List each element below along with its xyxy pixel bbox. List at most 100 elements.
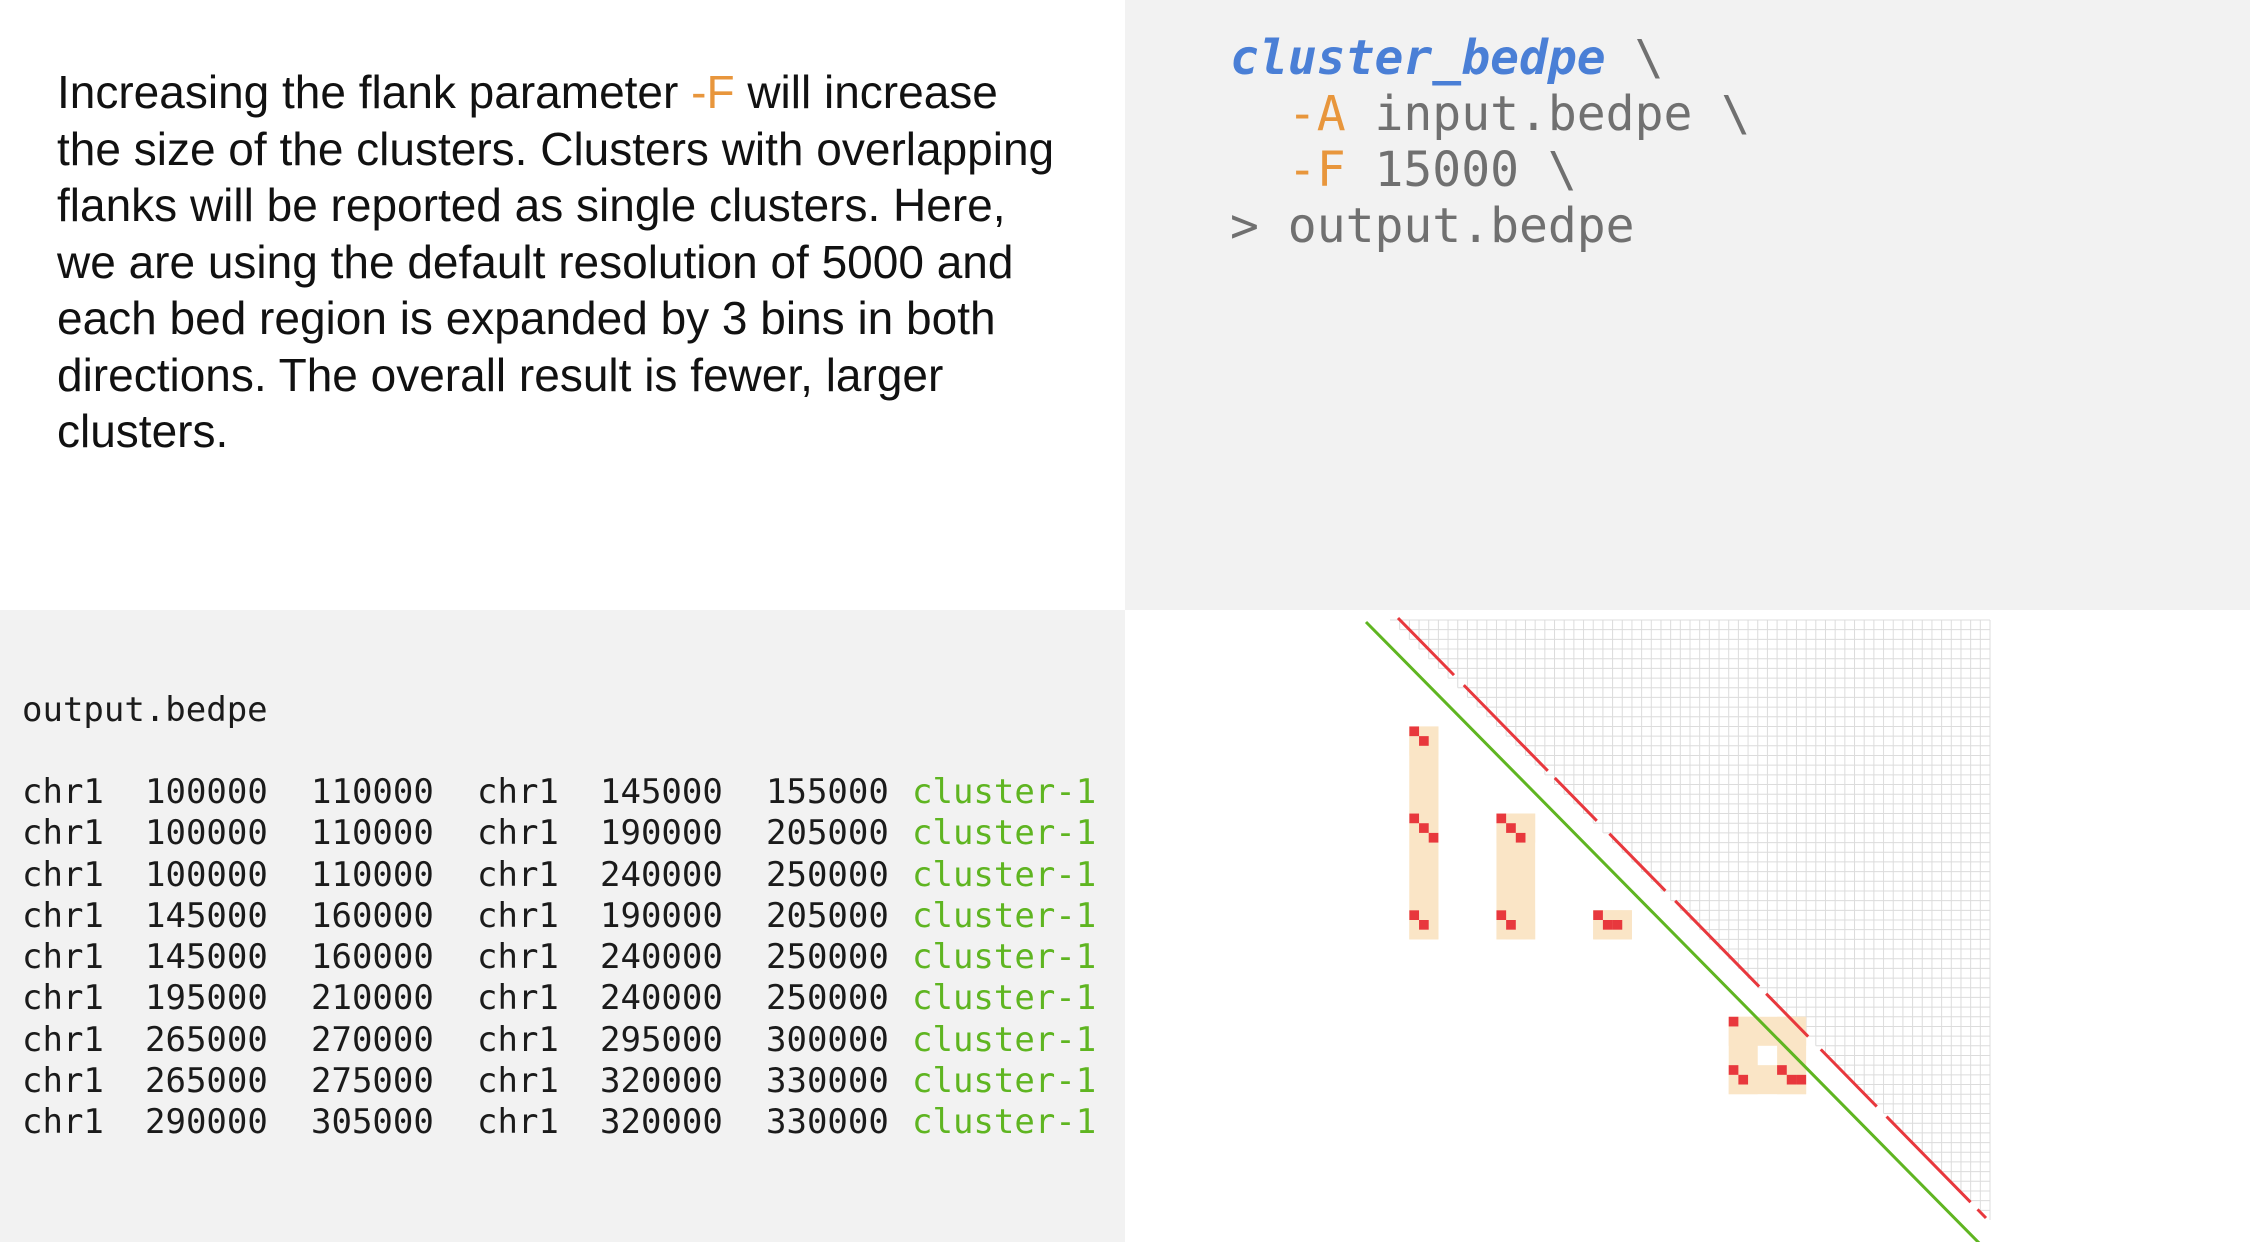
contact-pixel (1419, 736, 1429, 746)
table-cell: chr1 (477, 772, 559, 812)
table-cell: 290000 (145, 1102, 268, 1143)
line-continuation: \ (1605, 30, 1664, 86)
contact-pixel (1515, 832, 1526, 843)
command-line-1: cluster_bedpe \ (1230, 30, 1750, 86)
description-rest: will increase the size of the clusters. … (57, 66, 1055, 457)
table-cell: chr1 (22, 772, 104, 812)
command-block: cluster_bedpe \ -A input.bedpe \ -F 1500… (1230, 30, 1750, 254)
table-cell: chr1 (477, 854, 559, 895)
input-flag: -A (1287, 86, 1346, 142)
table-spacer (22, 731, 1096, 772)
contact-pixel (1419, 823, 1429, 833)
table-cell: chr1 (477, 895, 559, 936)
table-cell: 240000 (600, 978, 723, 1019)
table-cell: chr1 (477, 813, 559, 854)
contact-pixel (1496, 910, 1507, 920)
contact-pixel (1738, 1074, 1749, 1085)
table-cell: chr1 (22, 978, 104, 1019)
description-lead: Increasing the flank parameter (57, 66, 692, 118)
flank-flag: -F (691, 66, 735, 118)
table-cell: 305000 (311, 1102, 434, 1143)
table-cell: 240000 (600, 937, 723, 978)
table-cell: 205000 (766, 895, 889, 936)
table-cell: chr1 (22, 813, 104, 854)
table-cell: chr1 (477, 1061, 559, 1102)
contact-pixel (1419, 920, 1429, 930)
table-cell: chr1 (22, 895, 104, 936)
table-cell: chr1 (477, 1102, 559, 1143)
table-row: chr1 195000 210000 chr1 240000 250000 cluster-… (22, 978, 1096, 1019)
description-panel: Increasing the flank parameter -F will i… (0, 0, 1125, 610)
command-line-4: > output.bedpe (1230, 198, 1635, 254)
table-cell: cluster-1 (912, 813, 1097, 854)
contact-pixel (1728, 1065, 1739, 1075)
command-panel: cluster_bedpe \ -A input.bedpe \ -F 1500… (1125, 0, 2250, 610)
table-row: chr1 290000 305000 chr1 320000 330000 cluster-… (22, 1102, 1096, 1143)
table-cell: 320000 (600, 1061, 723, 1102)
table-cell: 205000 (766, 813, 889, 854)
table-cell: chr1 (22, 1019, 104, 1060)
table-cell: cluster-1 (912, 1019, 1097, 1060)
table-cell: 195000 (145, 978, 268, 1019)
table-cell: 250000 (766, 854, 889, 895)
output-filename: output.bedpe (22, 690, 268, 730)
table-cell: 100000 (145, 813, 268, 854)
contact-matrix (1364, 616, 1991, 1242)
contact-pixel (1506, 823, 1516, 833)
table-cell: chr1 (477, 978, 559, 1019)
table-cell: 110000 (311, 813, 434, 854)
contact-pixel (1728, 1016, 1739, 1027)
table-cell: 330000 (766, 1102, 889, 1143)
table-cell: cluster-1 (912, 854, 1097, 895)
table-cell: 160000 (311, 895, 434, 936)
contact-pixel (1593, 910, 1603, 920)
table-cell: 250000 (766, 978, 889, 1019)
contact-pixel (1409, 726, 1420, 737)
contact-pixel (1428, 832, 1439, 843)
table-cell: chr1 (22, 1061, 104, 1102)
table-cell: 270000 (311, 1019, 434, 1060)
command-line-2: -A input.bedpe \ (1230, 86, 1750, 142)
input-arg: input.bedpe \ (1345, 86, 1751, 142)
table-cell: 210000 (311, 978, 434, 1019)
diagonal-red-line (1396, 616, 1988, 1220)
table-cell: cluster-1 (912, 1102, 1097, 1143)
contact-pixel (1506, 920, 1516, 930)
table-cell: cluster-1 (912, 978, 1097, 1019)
description-text: Increasing the flank parameter -F will i… (57, 64, 1067, 460)
table-cell: cluster-1 (912, 895, 1097, 936)
cluster-flank (1409, 726, 1439, 940)
table-cell: 160000 (311, 937, 434, 978)
table-cell: 145000 (145, 895, 268, 936)
table-cell: 155000 (766, 772, 889, 812)
contact-pixel (1602, 920, 1613, 930)
contact-pixel (1612, 920, 1623, 930)
contact-pixel (1409, 910, 1420, 920)
contact-pixel (1786, 1074, 1797, 1085)
flank-flag-code: -F (1287, 142, 1346, 198)
flank-arg: 15000 \ (1345, 142, 1577, 198)
table-cell: 145000 (600, 772, 723, 812)
table-cell: 240000 (600, 854, 723, 895)
table-cell: 320000 (600, 1102, 723, 1143)
table-cell: cluster-1 (912, 1061, 1097, 1102)
table-cell: 145000 (145, 937, 268, 978)
table-cell: cluster-1 (912, 772, 1097, 812)
contact-pixel (1796, 1074, 1807, 1085)
table-rows: chr1 100000 110000 chr1 145000 155000 cluster-… (22, 772, 1096, 1144)
table-cell: 250000 (766, 937, 889, 978)
table-cell: 300000 (766, 1019, 889, 1060)
table-cell: 110000 (311, 854, 434, 895)
table-cell: chr1 (22, 854, 104, 895)
command-name: cluster_bedpe (1230, 30, 1606, 86)
contact-pixel (1496, 813, 1507, 824)
table-cell: chr1 (22, 1102, 104, 1143)
table-cell: 110000 (311, 772, 434, 812)
